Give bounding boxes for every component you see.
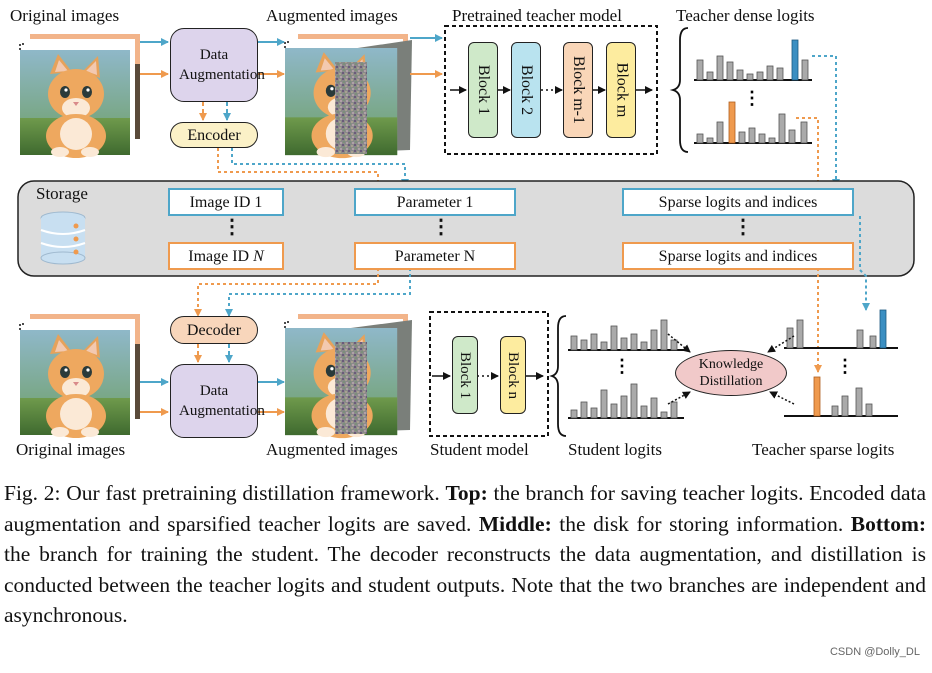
svg-text:⋮: ⋮ (743, 88, 761, 108)
top-data-augmentation-box: Data Augmentation (170, 28, 265, 102)
student-block-1: Block 1 (452, 336, 478, 414)
encoder-box: Encoder (170, 122, 258, 148)
bottom-original-image-stack (19, 314, 140, 438)
student-model-label: Student model (430, 440, 529, 459)
student-logits-chart-1 (568, 319, 684, 351)
parameter-ellipsis: ⋮ (431, 216, 452, 238)
caption-bottom-text: the branch for training the student. The… (4, 542, 926, 627)
bottom-augmented-image-stack (284, 314, 412, 439)
teacher-dense-logits-chart-2 (694, 101, 812, 144)
kitten-photo (20, 50, 130, 158)
watermark: CSDN @Dolly_DL (829, 646, 920, 658)
student-block-n: Block n (500, 336, 526, 414)
teacher-block-m-1: Block m-1 (563, 42, 593, 138)
teacher-block-2: Block 2 (511, 42, 541, 138)
teacher-block-m: Block m (606, 42, 636, 138)
image-id-n-box: Image ID N (168, 242, 284, 270)
bottom-data-augmentation-label: Data Augmentation (179, 383, 265, 419)
student-logits-label: Student logits (568, 440, 662, 459)
caption-bottom-heading: Bottom: (850, 511, 927, 536)
teacher-model-frame (444, 25, 658, 155)
caption-intro: Fig. 2: Our fast pretraining distillatio… (4, 481, 440, 505)
figure-caption: Fig. 2: Our fast pretraining distillatio… (4, 478, 926, 631)
top-augmented-image-stack (284, 34, 412, 159)
top-augmented-images-label: Augmented images (266, 6, 398, 25)
bottom-augmented-images-label: Augmented images (266, 440, 398, 459)
parameter-1-box: Parameter 1 (354, 188, 516, 216)
teacher-sparse-logits-chart-1 (784, 309, 898, 349)
top-original-images-label: Original images (10, 6, 120, 25)
svg-text:⋮: ⋮ (836, 356, 854, 376)
dense-logits-brace (669, 27, 689, 153)
bottom-data-augmentation-box: Data Augmentation (170, 364, 265, 438)
storage-label: Storage (36, 184, 88, 203)
teacher-block-1: Block 1 (468, 42, 498, 138)
database-icon (40, 211, 86, 265)
decoder-box: Decoder (170, 316, 258, 344)
knowledge-distillation-node: Knowledge Distillation (675, 350, 787, 396)
student-logits-chart-2 (568, 383, 684, 419)
image-id-1-box: Image ID 1 (168, 188, 284, 216)
teacher-model-label: Pretrained teacher model (452, 6, 622, 25)
image-id-ellipsis: ⋮ (222, 216, 243, 238)
teacher-sparse-logits-label: Teacher sparse logits (752, 440, 895, 459)
teacher-dense-logits-chart-1 (694, 39, 812, 81)
svg-text:⋮: ⋮ (613, 356, 631, 376)
student-model-frame (429, 311, 549, 437)
caption-top-text: the branch for saving teacher logits. En… (4, 481, 927, 536)
sparse-logits-ellipsis: ⋮ (733, 216, 754, 238)
caption-middle-text: the disk for storing information. (559, 511, 844, 536)
parameter-n-box: Parameter N (354, 242, 516, 270)
caption-top-heading: Top: (445, 481, 488, 505)
top-original-image-stack (19, 34, 140, 158)
top-data-augmentation-label: Data Augmentation (179, 47, 265, 83)
bottom-original-images-label: Original images (16, 440, 126, 459)
sparse-logits-n-box: Sparse logits and indices (622, 242, 854, 270)
caption-middle-heading: Middle: (478, 511, 552, 536)
teacher-sparse-logits-chart-2 (784, 376, 898, 417)
teacher-dense-logits-label: Teacher dense logits (676, 6, 815, 25)
sparse-logits-1-box: Sparse logits and indices (622, 188, 854, 216)
noise-patch (335, 62, 367, 154)
